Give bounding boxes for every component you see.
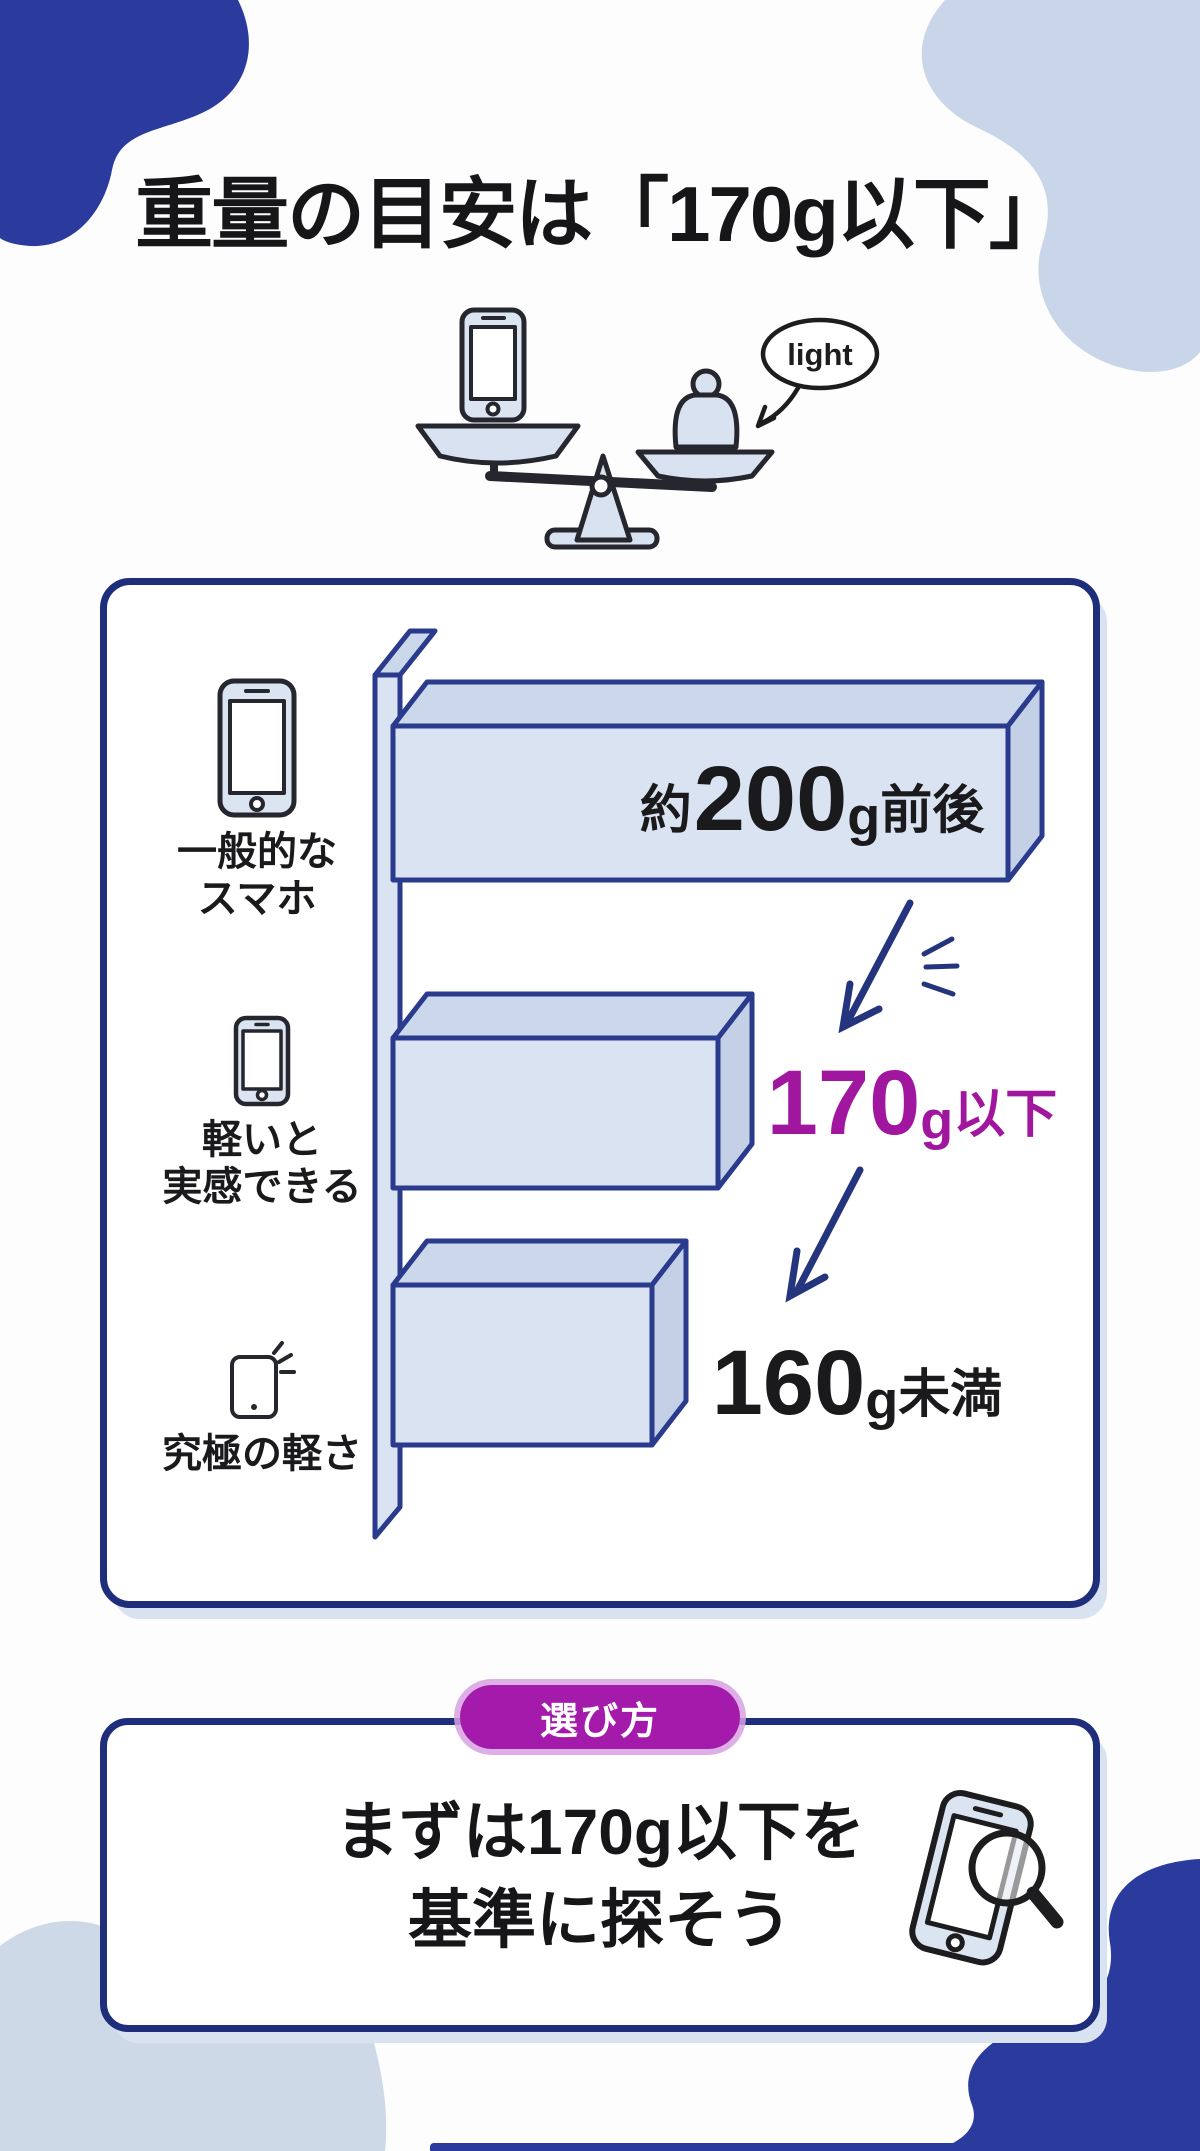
row-label-line1: 一般的な [177, 830, 337, 874]
bar-160g [390, 1238, 689, 1448]
value-170g: 170 g 以下 [707, 1037, 1117, 1154]
bottom-accent-bar [430, 2143, 962, 2151]
footer-line-2: 基準に探そう [408, 1884, 792, 1957]
page-title: 重量の目安は「170g以下」 [135, 170, 1067, 258]
value-unit: g [920, 1090, 954, 1151]
bar-170g [390, 991, 755, 1191]
phone-icon [233, 1015, 291, 1107]
footer-line-1: まずは170g以下を [335, 1796, 865, 1868]
down-arrow-1 [838, 899, 914, 1034]
weight-icon [672, 368, 740, 450]
value-suffix: 以下 [953, 1086, 1058, 1145]
footer-message: まずは170g以下を 基準に探そう [210, 1788, 990, 1965]
bubble-arrowhead [755, 404, 777, 429]
right-pan [635, 449, 775, 484]
row-label-line1: 究極の軽さ [162, 1432, 362, 1476]
value-160g: 160 g 未満 [652, 1317, 1062, 1434]
value-suffix: 前後 [880, 782, 985, 841]
value-prefix: 約 [639, 782, 692, 841]
value-200g: 約 200 g 前後 [607, 725, 1017, 850]
bubble-label: light [787, 337, 852, 372]
smartphone-icon [459, 307, 527, 423]
value-number: 160 [711, 1331, 866, 1434]
value-unit: g [847, 786, 881, 847]
down-arrow-2 [785, 1166, 864, 1303]
left-pan [415, 423, 581, 466]
value-unit: g [865, 1370, 899, 1431]
row-label-ultimate-light: 究極の軽さ [132, 1341, 392, 1478]
bubble-arrow [759, 385, 801, 426]
phone-magnifier-icon [909, 1790, 1064, 1966]
row-label-line2: 実感できる [162, 1165, 362, 1210]
row-label-line1: 軽いと [201, 1118, 322, 1162]
phone-search-illustration [885, 1780, 1075, 1995]
value-number: 170 [766, 1051, 921, 1154]
bar-chart-shapes [372, 628, 1045, 1540]
row-label-line2: スマホ [197, 877, 317, 922]
balance-scale-icon [415, 307, 880, 550]
row-label-feels-light: 軽いと 実感できる [142, 1015, 382, 1211]
scale-pivot [574, 453, 633, 543]
scale-pivot-hole [589, 474, 613, 498]
balance-scale-illustration: light [400, 290, 920, 575]
value-number: 200 [693, 747, 848, 850]
magnifier-handle [1026, 1886, 1064, 1929]
emphasis-dashes [921, 936, 960, 997]
weight-chart-panel: 一般的な スマホ 軽いと 実感できる [100, 578, 1100, 1608]
value-suffix: 未満 [898, 1366, 1003, 1425]
how-to-choose-badge: 選び方 [460, 1685, 740, 1749]
speech-bubble [755, 317, 880, 429]
row-label-typical-phone: 一般的な スマホ [137, 677, 377, 923]
phone-sparkle-icon [230, 1341, 296, 1419]
phone-icon [217, 678, 297, 818]
bar-200g [390, 679, 1045, 883]
